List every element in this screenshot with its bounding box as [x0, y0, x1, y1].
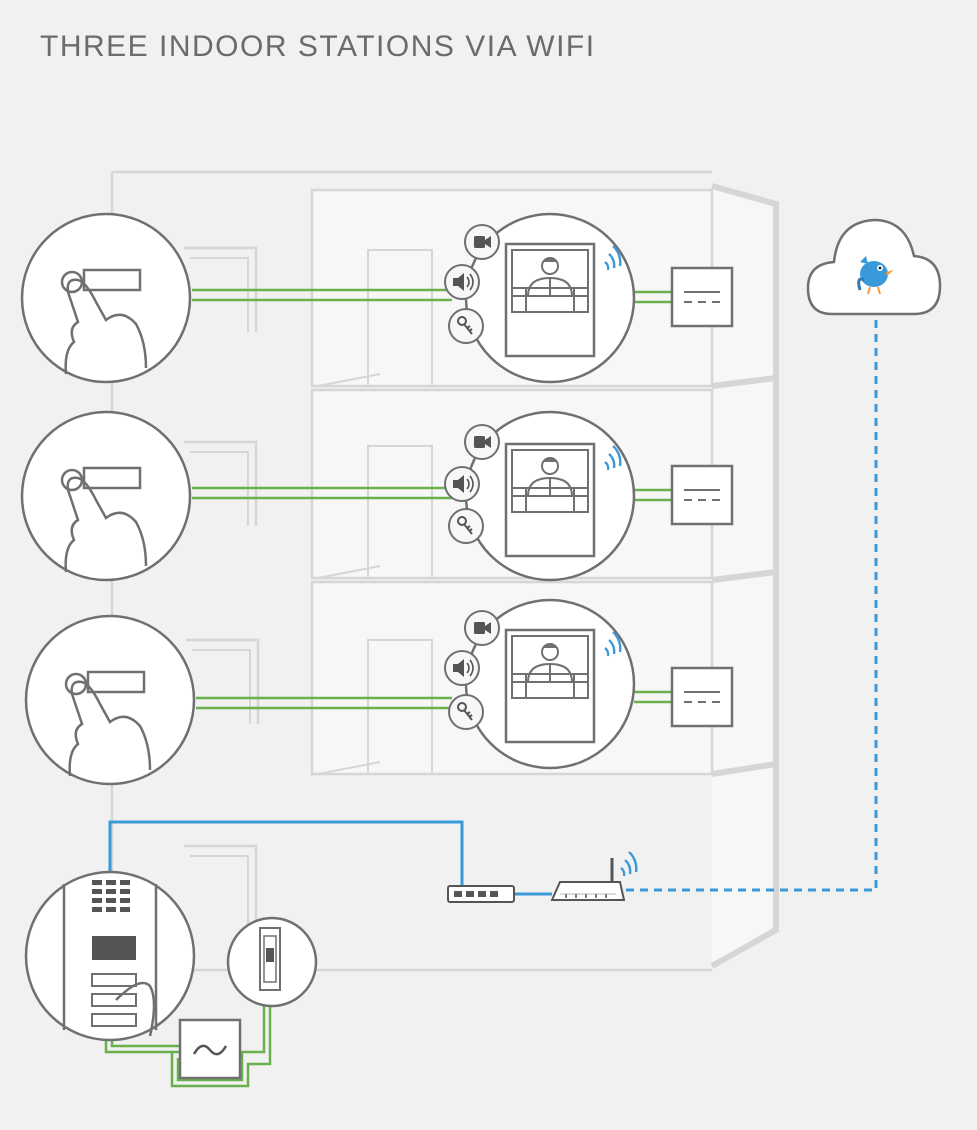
doorbell-button-icon — [20, 212, 192, 384]
camera-icon — [464, 610, 500, 646]
key-icon — [448, 694, 484, 730]
wifi-icon — [619, 850, 638, 878]
network-switch-icon — [447, 885, 515, 903]
cloud-icon — [806, 218, 942, 316]
video-screen — [504, 628, 596, 744]
key-icon — [448, 508, 484, 544]
power-supply-icon — [178, 1018, 242, 1080]
switch-box — [670, 266, 734, 328]
speaker-icon — [444, 466, 480, 502]
door-frame-floor-3 — [184, 638, 260, 726]
camera-icon — [464, 424, 500, 460]
door-station-icon — [24, 870, 196, 1042]
door-opener-icon — [226, 916, 318, 1008]
video-screen — [504, 242, 596, 358]
wifi-link-dashed — [626, 316, 878, 892]
switch-box — [670, 666, 734, 728]
doorbell-button-icon — [20, 410, 192, 582]
lan-cable — [108, 820, 464, 888]
speaker-icon — [444, 650, 480, 686]
doorbell-button-icon — [24, 614, 196, 786]
key-icon — [448, 308, 484, 344]
switch-box — [670, 464, 734, 526]
green-wires — [192, 288, 672, 710]
indoor-station-1 — [444, 212, 734, 384]
video-screen — [504, 442, 596, 558]
speaker-icon — [444, 264, 480, 300]
indoor-station-2 — [444, 410, 734, 582]
door-frame-floor-2 — [182, 440, 258, 528]
bird-app-icon — [848, 250, 900, 296]
wifi-router-icon — [550, 850, 638, 901]
door-frame-ground — [182, 844, 258, 932]
indoor-station-3 — [444, 598, 734, 770]
camera-icon — [464, 224, 500, 260]
page-title: THREE INDOOR STATIONS VIA WIFI — [40, 30, 596, 63]
